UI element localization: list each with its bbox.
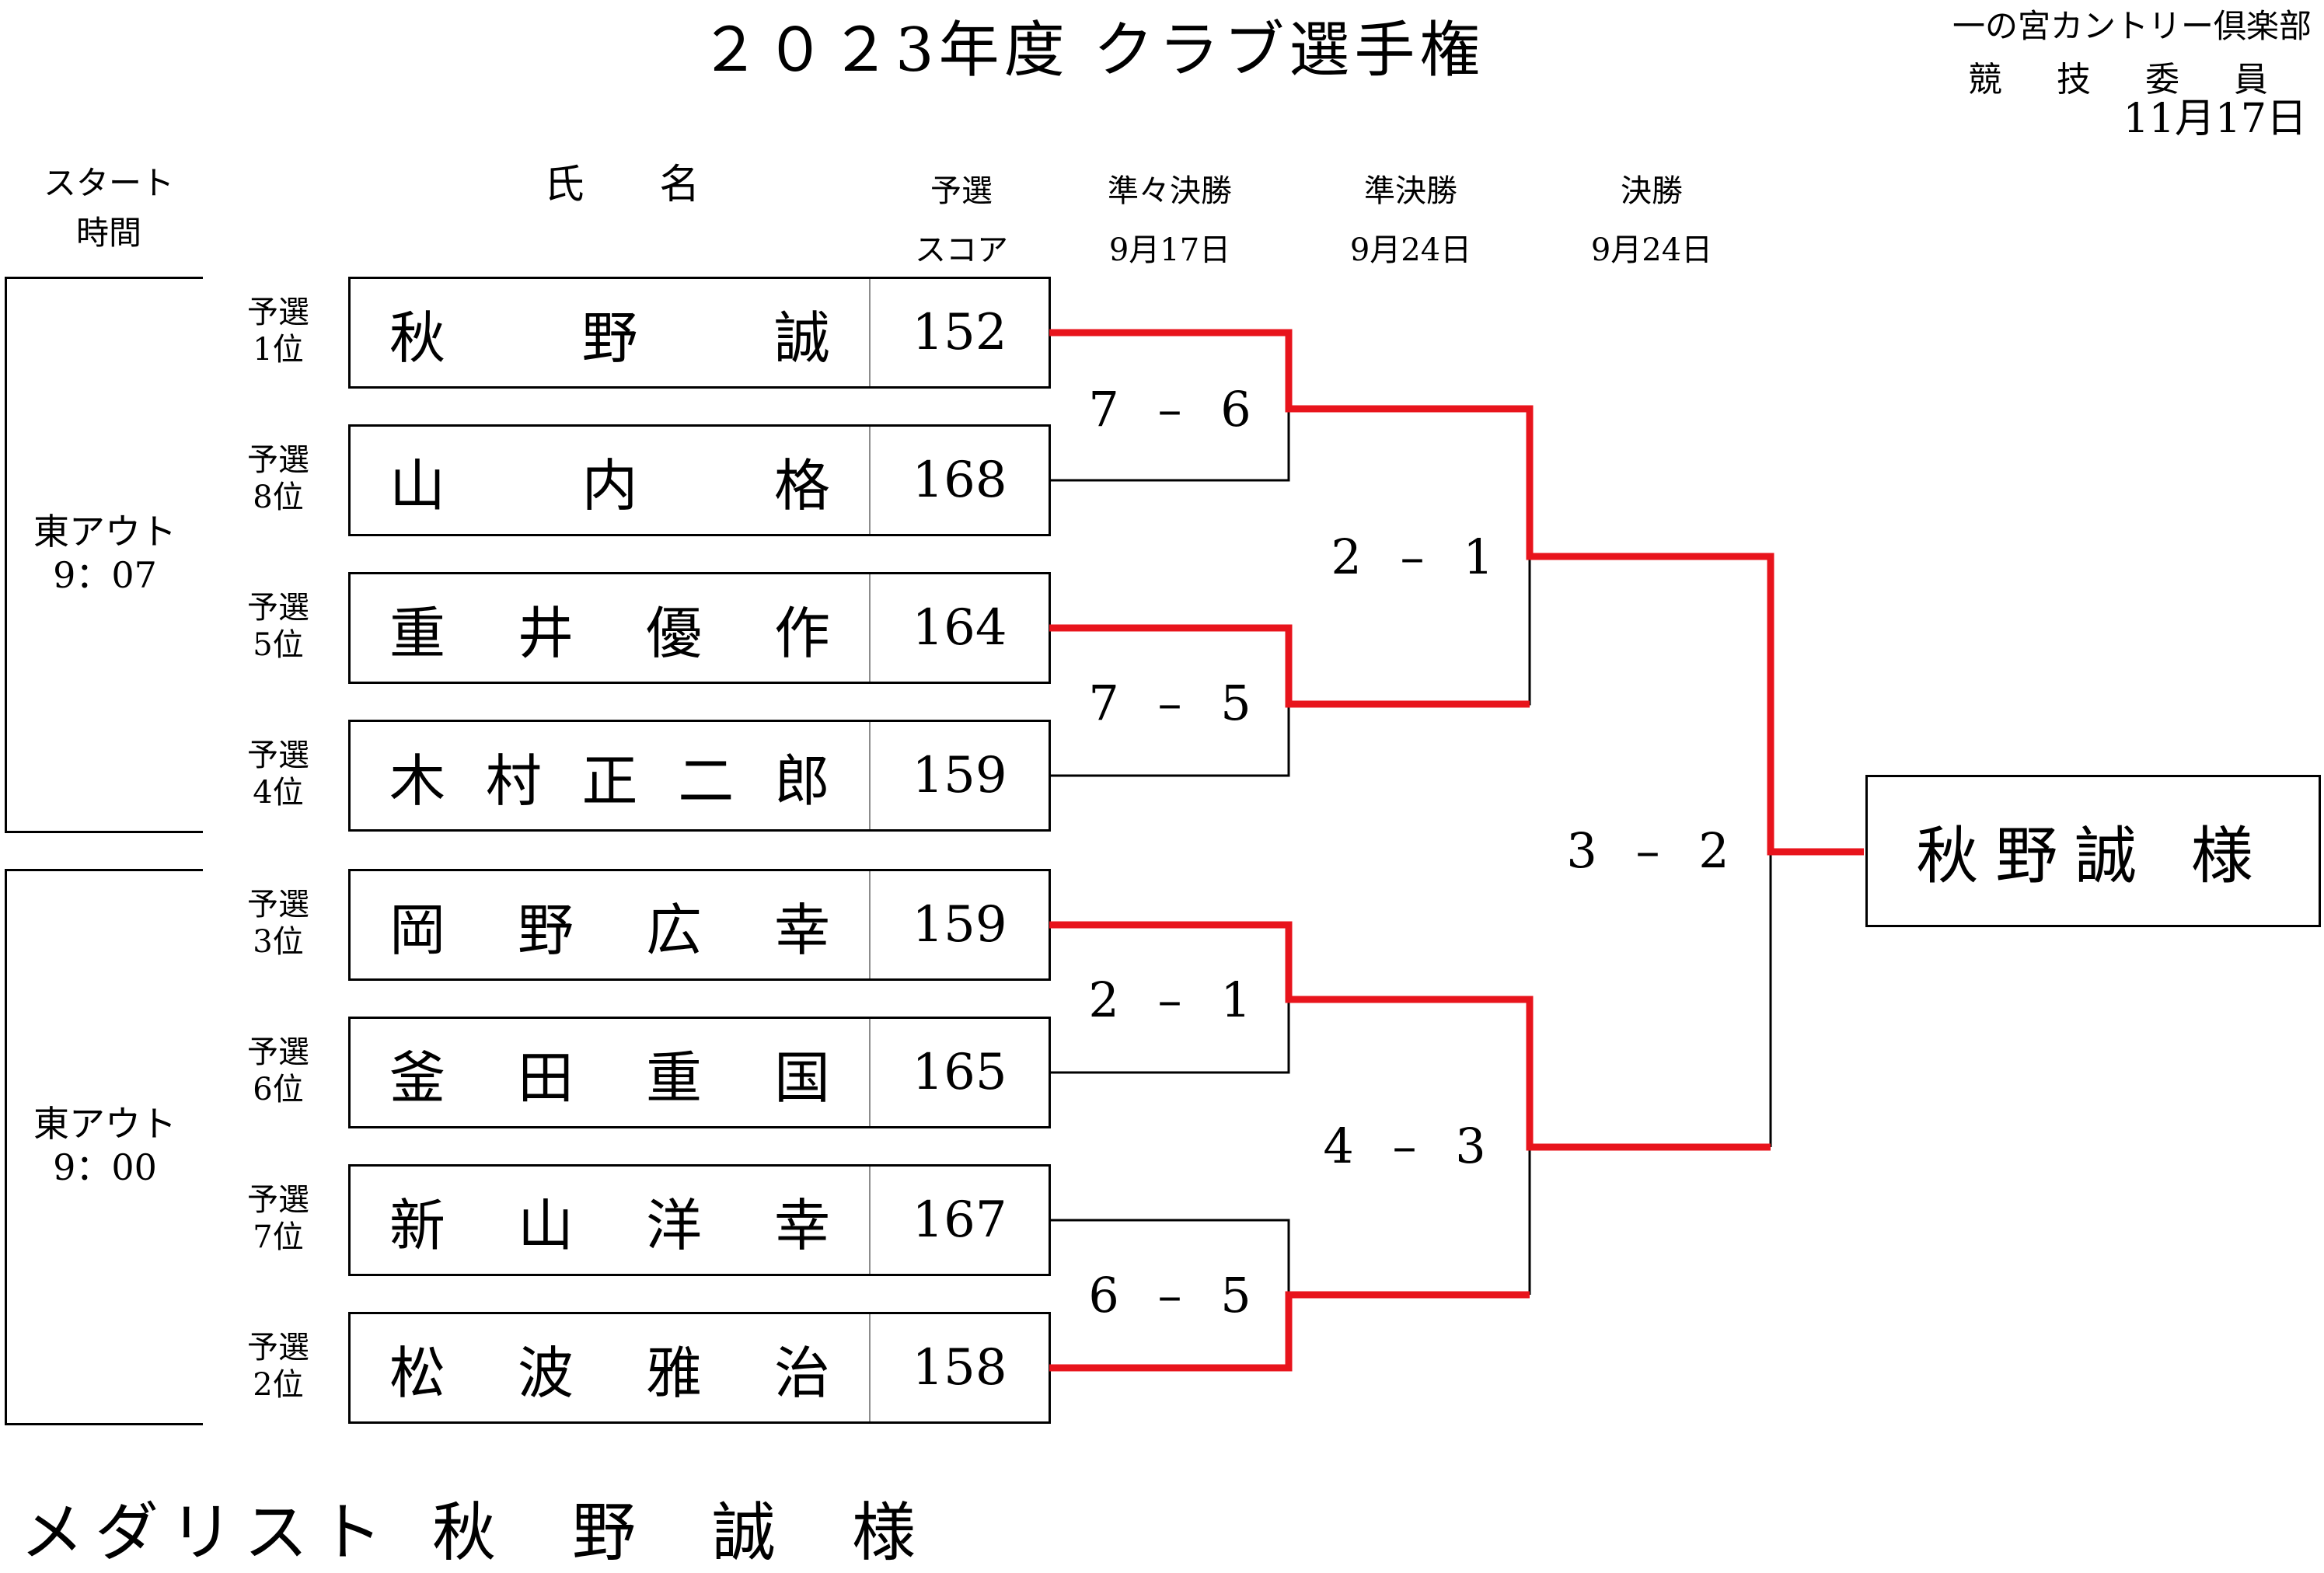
bracket-line-loser-p2	[1049, 409, 1290, 482]
player-name: 松波雅治	[351, 1314, 869, 1421]
issued-date: 11月17日	[2123, 96, 2307, 142]
qf-score-3: 2 – 1	[1088, 971, 1251, 1028]
start-group-1	[5, 277, 203, 833]
header-final: 決勝 9月24日	[1590, 173, 1713, 268]
qualifying-rank: 予選 3位	[247, 887, 309, 960]
player-name-char: 岡	[389, 897, 446, 963]
player-name-char: 重	[389, 600, 446, 666]
header-qualifying-score: 予選 スコア	[915, 173, 1008, 268]
player-row: 新 山 洋 幸 167	[348, 1164, 1051, 1276]
club-name: 一の宮カントリー倶楽部	[1952, 7, 2312, 45]
player-name: 木村正二郎	[351, 722, 869, 829]
qualifying-score: 167	[869, 1167, 1049, 1274]
player-name-char: 村	[485, 748, 542, 814]
bracket-line-winner-p5	[1049, 921, 1771, 1151]
player-name-char: 秋	[389, 305, 446, 371]
qualifying-score: 165	[869, 1019, 1049, 1126]
committee-label: 競 技 委 員 長	[1968, 60, 2324, 99]
player-name-char: 松	[389, 1340, 446, 1406]
qualifying-score: 168	[869, 427, 1049, 534]
player-row: 重 井 優 作 164	[348, 572, 1051, 684]
bracket-line-winner-p8	[1049, 1291, 1530, 1372]
player-name: 岡野広幸	[351, 871, 869, 978]
player-row: 岡 野 広 幸 159	[348, 869, 1051, 981]
player-name: 釜田重国	[351, 1019, 869, 1126]
player-name-char: 野	[581, 305, 638, 371]
start-group-1-label: 東アウト 9：07	[33, 511, 176, 596]
sf-score-2: 4 – 3	[1323, 1118, 1486, 1174]
bracket-line-loser-p6	[1049, 999, 1290, 1074]
player-name-char: 格	[773, 452, 830, 518]
player-name-char: 作	[773, 600, 830, 666]
player-name-char: 広	[645, 897, 702, 963]
player-name-char: 治	[773, 1340, 830, 1406]
qualifying-rank: 予選 1位	[247, 295, 309, 368]
qualifying-rank: 予選 5位	[247, 590, 309, 663]
player-row: 松 波 雅 治 158	[348, 1312, 1051, 1424]
player-name-char: 田	[517, 1045, 574, 1111]
qf-score-1: 7 – 6	[1088, 381, 1251, 438]
qualifying-score: 159	[869, 871, 1049, 978]
qualifying-score: 159	[869, 722, 1049, 829]
qualifying-score: 164	[869, 574, 1049, 682]
medalist-label: メダリスト	[20, 1496, 394, 1570]
qualifying-rank: 予選 8位	[247, 442, 309, 515]
qualifying-rank: 予選 4位	[247, 738, 309, 811]
player-name-char: 重	[645, 1045, 702, 1111]
player-row: 釜 田 重 国 165	[348, 1017, 1051, 1128]
player-name: 新山洋幸	[351, 1167, 869, 1274]
qualifying-rank: 予選 7位	[247, 1182, 309, 1255]
champion-name: 秋野誠 様	[1916, 820, 2270, 892]
player-name-char: 国	[773, 1045, 830, 1111]
player-name-char: 優	[645, 600, 702, 666]
player-name: 山内格	[351, 427, 869, 534]
champion-box: 秋野誠 様	[1865, 775, 2321, 927]
player-name: 重井優作	[351, 574, 869, 682]
player-name-char: 釜	[389, 1045, 446, 1111]
header-quarterfinal: 準々決勝 9月17日	[1108, 173, 1232, 268]
player-name-char: 幸	[773, 1192, 830, 1258]
bracket-line-winner-p1	[1049, 329, 1864, 856]
player-name-char: 正	[581, 748, 638, 814]
medalist-name: 秋野誠	[432, 1496, 853, 1570]
bracket-line-winner-p3	[1049, 624, 1530, 708]
player-name-char: 郎	[773, 748, 830, 814]
player-name-char: 二	[678, 748, 735, 814]
player-name-char: 誠	[773, 305, 830, 371]
player-name-char: 幸	[773, 897, 830, 963]
player-name: 秋野誠	[351, 279, 869, 386]
player-name-char: 山	[389, 452, 446, 518]
medalist-suffix: 様	[852, 1496, 916, 1570]
qualifying-rank: 予選 6位	[247, 1034, 309, 1107]
sf-score-1: 2 – 1	[1331, 528, 1494, 585]
header-semifinal: 準決勝 9月24日	[1349, 173, 1472, 268]
qf-score-4: 6 – 5	[1088, 1267, 1251, 1324]
player-name-char: 山	[517, 1192, 574, 1258]
start-group-2	[5, 869, 203, 1425]
qualifying-score: 158	[869, 1314, 1049, 1421]
start-group-2-label: 東アウト 9：00	[33, 1103, 176, 1188]
player-name-char: 木	[389, 748, 446, 814]
final-score: 3 – 2	[1566, 822, 1729, 879]
player-row: 山 内 格 168	[348, 424, 1051, 536]
player-name-char: 内	[581, 452, 638, 518]
medalist-line: メダリスト秋野誠様	[20, 1481, 916, 1573]
bracket-line-loser-p7	[1049, 1219, 1290, 1295]
player-name-char: 井	[517, 600, 574, 666]
qf-score-2: 7 – 5	[1088, 675, 1251, 731]
player-name-char: 野	[517, 897, 574, 963]
player-name-char: 新	[389, 1192, 446, 1258]
player-row: 秋 野 誠 152	[348, 277, 1051, 389]
player-name-char: 洋	[645, 1192, 702, 1258]
header-start-time: スタート 時間	[43, 164, 174, 252]
page-title: ２０２3年度 クラブ選手権	[700, 16, 1485, 85]
player-name-char: 雅	[645, 1340, 702, 1406]
header-name: 氏 名	[543, 162, 731, 208]
player-name-char: 波	[517, 1340, 574, 1406]
qualifying-rank: 予選 2位	[247, 1330, 309, 1403]
qualifying-score: 152	[869, 279, 1049, 386]
bracket-line-loser-p4	[1049, 704, 1290, 777]
